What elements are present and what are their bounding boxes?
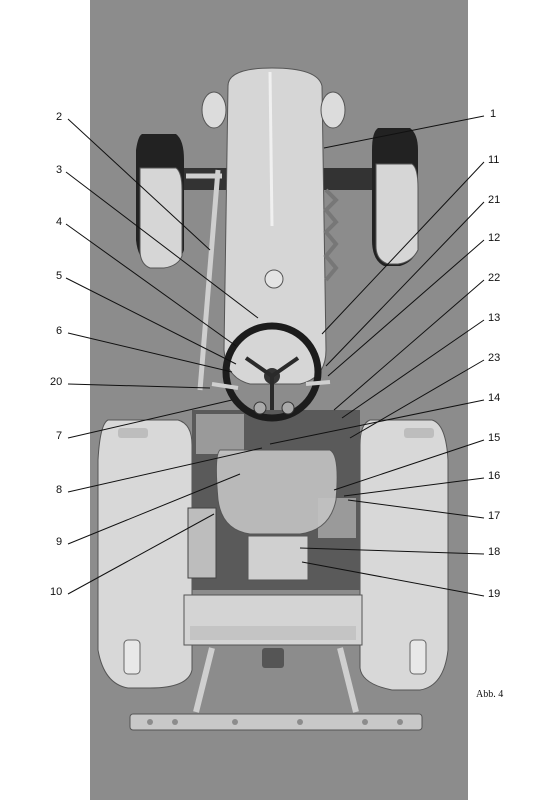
- callout-20: 20: [50, 376, 63, 388]
- engine-hood: [223, 67, 327, 385]
- callout-4: 4: [56, 216, 63, 228]
- callout-8: 8: [56, 484, 63, 496]
- callout-14: 14: [488, 392, 501, 404]
- lower-link-right: [337, 647, 359, 713]
- battery-box: [187, 507, 217, 579]
- headlight-left: [201, 91, 227, 129]
- gauge-left: [253, 401, 267, 415]
- tread-plate-left: [196, 414, 244, 454]
- leader-lines: [65, 115, 485, 597]
- callout-12: 12: [488, 232, 501, 244]
- fender-lamp-left: [118, 428, 148, 438]
- rear-toolbar: [129, 713, 423, 731]
- callout-5: 5: [56, 270, 63, 282]
- gearbox-housing: [247, 535, 309, 581]
- callout-1: 1: [490, 108, 497, 120]
- rear-fender-left: [97, 419, 193, 689]
- callout-17: 17: [488, 510, 501, 522]
- lower-link-left: [193, 647, 215, 713]
- callout-19: 19: [488, 588, 501, 600]
- exhaust-segments: [323, 188, 339, 282]
- fender-lamp-right: [404, 428, 434, 438]
- steering-wheel: [222, 322, 322, 422]
- fuel-filler-cap: [264, 269, 284, 289]
- hood-ridge: [268, 71, 274, 227]
- callout-15: 15: [488, 432, 501, 444]
- callout-9: 9: [56, 536, 63, 548]
- callout-18: 18: [488, 546, 501, 558]
- control-lever-right: [305, 380, 331, 386]
- callout-16: 16: [488, 470, 501, 482]
- callout-11: 11: [488, 154, 500, 166]
- front-fender-right: [375, 163, 419, 265]
- callout-22: 22: [488, 272, 501, 284]
- rear-reflector-right: [409, 639, 427, 675]
- top-link: [262, 648, 284, 668]
- callout-13: 13: [488, 312, 501, 324]
- callout-21: 21: [488, 194, 501, 206]
- front-fender-left: [139, 167, 183, 269]
- callout-2: 2: [56, 111, 63, 123]
- driver-seat: [215, 449, 338, 535]
- callout-3: 3: [56, 164, 63, 176]
- callout-6: 6: [56, 325, 63, 337]
- callout-7: 7: [56, 430, 63, 442]
- callout-10: 10: [50, 586, 63, 598]
- steering-drag-link: [197, 169, 221, 391]
- headlight-right: [320, 91, 346, 129]
- callout-23: 23: [488, 352, 501, 364]
- gauge-right: [281, 401, 295, 415]
- rear-fender-right: [359, 419, 449, 691]
- rear-reflector-left: [123, 639, 141, 675]
- figure-caption: Abb. 4: [476, 689, 504, 700]
- control-lever-left: [211, 382, 239, 390]
